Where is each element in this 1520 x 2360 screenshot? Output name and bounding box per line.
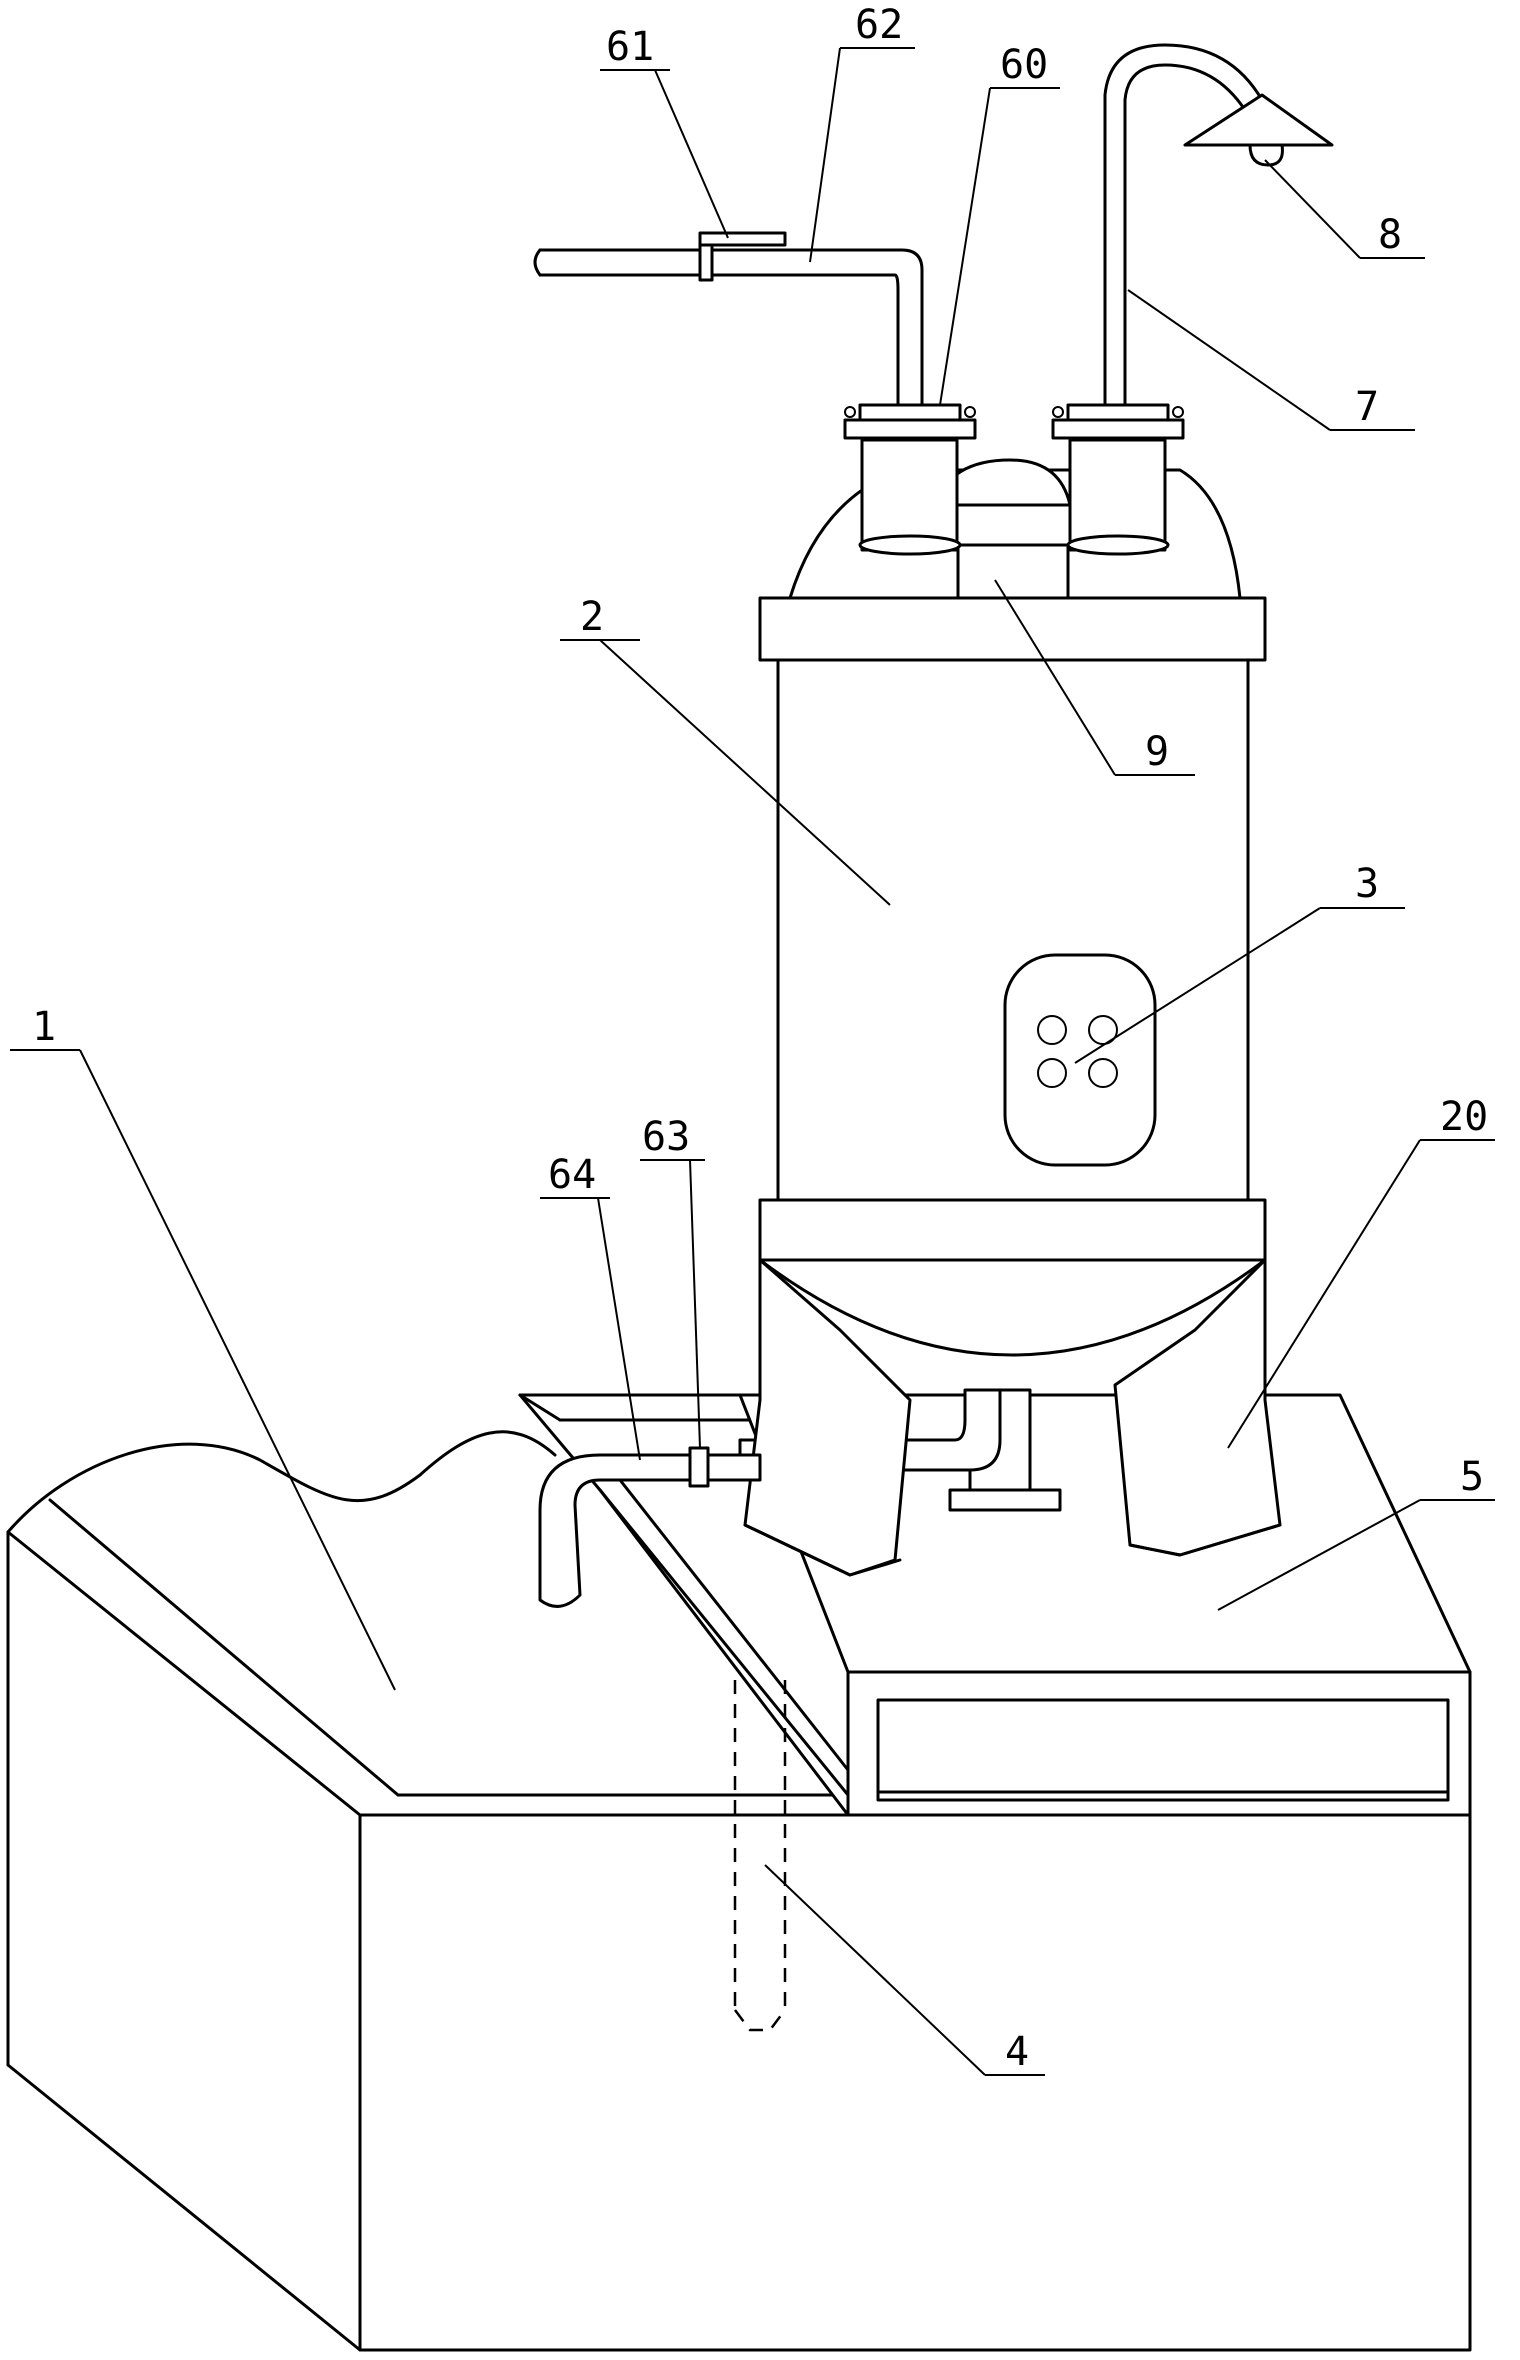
dashed-rod xyxy=(733,1680,787,2032)
base-tank xyxy=(6,1430,1472,2352)
left-nozzle xyxy=(843,403,977,556)
labels: 1 2 3 4 5 7 8 9 20 60 61 62 63 64 xyxy=(32,2,1488,2075)
inlet-pipe xyxy=(533,248,924,407)
label-63: 63 xyxy=(642,1114,690,1160)
label-64: 64 xyxy=(548,1152,596,1198)
label-5: 5 xyxy=(1460,1454,1484,1500)
drain-pipe xyxy=(538,1446,762,1608)
main-vessel xyxy=(758,458,1267,1357)
label-3: 3 xyxy=(1355,861,1379,907)
label-61: 61 xyxy=(606,24,654,70)
label-62: 62 xyxy=(855,2,903,48)
exhaust-pipe xyxy=(1103,43,1264,407)
hood xyxy=(1183,93,1334,167)
label-20: 20 xyxy=(1440,1094,1488,1140)
valve xyxy=(698,231,787,282)
support-legs xyxy=(743,1258,1282,1577)
right-nozzle xyxy=(1051,403,1185,556)
label-8: 8 xyxy=(1378,212,1402,258)
label-4: 4 xyxy=(1005,2029,1029,2075)
label-7: 7 xyxy=(1355,384,1379,430)
leader-lines xyxy=(10,47,1495,2076)
label-9: 9 xyxy=(1145,729,1169,775)
label-1: 1 xyxy=(32,1004,56,1050)
label-60: 60 xyxy=(1000,42,1048,88)
label-2: 2 xyxy=(580,594,604,640)
